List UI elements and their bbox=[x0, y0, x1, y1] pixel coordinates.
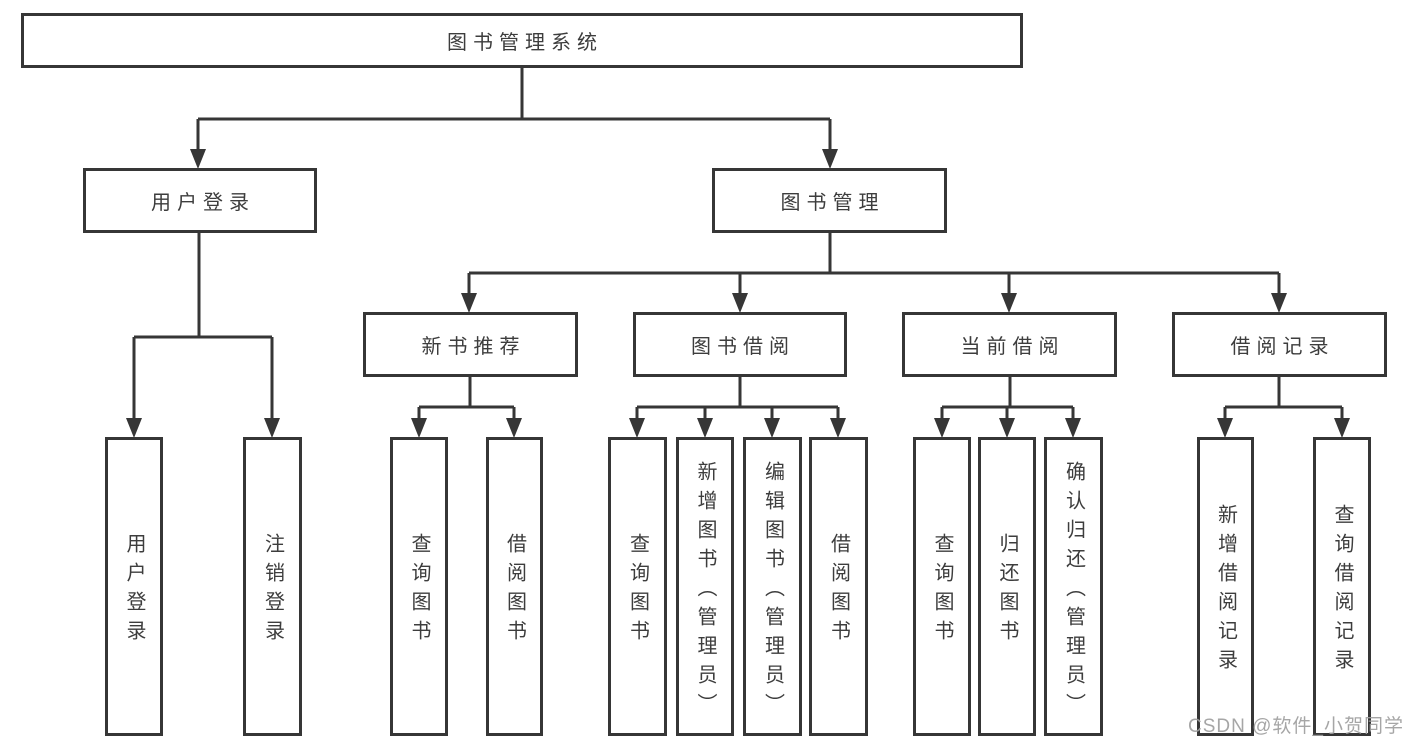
connector-lines bbox=[132, 68, 1344, 421]
arrow-down-icon bbox=[506, 418, 522, 438]
leaf-query-books-recommend: 查询图书 bbox=[390, 437, 448, 736]
arrow-down-icon bbox=[830, 418, 846, 438]
arrow-down-icon bbox=[264, 418, 280, 438]
leaf-query-books-current: 查询图书 bbox=[913, 437, 971, 736]
leaf-borrow-books-recommend-label: 借阅图书 bbox=[503, 533, 526, 649]
arrow-down-icon bbox=[190, 149, 206, 169]
node-root: 图书管理系统 bbox=[21, 13, 1023, 68]
leaf-add-borrow-record-label: 新增借阅记录 bbox=[1214, 504, 1237, 678]
leaf-logout-label: 注销登录 bbox=[261, 533, 284, 649]
leaf-user-login: 用户登录 bbox=[105, 437, 163, 736]
csdn-watermark: CSDN @软件_小贺同学 bbox=[1188, 716, 1404, 737]
leaf-confirm-return-admin-label: 确认归还（管理员） bbox=[1062, 460, 1085, 722]
leaf-borrow-books-label: 借阅图书 bbox=[827, 533, 850, 649]
node-user-login-label: 用户登录 bbox=[151, 192, 255, 214]
node-borrowing-records-label: 借阅记录 bbox=[1230, 336, 1335, 358]
arrow-down-icon bbox=[764, 418, 780, 438]
arrow-down-icon bbox=[126, 418, 142, 438]
leaf-query-books-borrow: 查询图书 bbox=[608, 437, 667, 736]
leaf-add-books-admin-label: 新增图书（管理员） bbox=[694, 460, 716, 722]
leaf-add-borrow-record: 新增借阅记录 bbox=[1197, 437, 1254, 736]
leaf-edit-books-admin-label: 编辑图书（管理员） bbox=[761, 460, 784, 722]
arrow-down-icon bbox=[999, 418, 1015, 438]
node-current-borrowing-label: 当前借阅 bbox=[960, 336, 1065, 358]
arrow-down-icon bbox=[1271, 293, 1287, 313]
node-user-login: 用户登录 bbox=[83, 168, 317, 233]
arrow-down-icon bbox=[822, 149, 838, 169]
leaf-edit-books-admin: 编辑图书（管理员） bbox=[743, 437, 802, 736]
leaf-add-books-admin: 新增图书（管理员） bbox=[676, 437, 734, 736]
arrow-down-icon bbox=[629, 418, 645, 438]
leaf-query-borrow-record-label: 查询借阅记录 bbox=[1331, 504, 1353, 678]
node-borrowing-records: 借阅记录 bbox=[1172, 312, 1387, 377]
arrow-down-icon bbox=[697, 418, 713, 438]
leaf-return-books: 归还图书 bbox=[978, 437, 1036, 736]
node-book-management: 图书管理 bbox=[712, 168, 947, 233]
leaf-confirm-return-admin: 确认归还（管理员） bbox=[1044, 437, 1103, 736]
node-book-borrowing: 图书借阅 bbox=[633, 312, 847, 377]
arrow-down-icon bbox=[411, 418, 427, 438]
arrow-down-icon bbox=[1217, 418, 1233, 438]
arrowheads bbox=[126, 149, 1350, 438]
node-root-label: 图书管理系统 bbox=[447, 32, 603, 54]
leaf-query-books-current-label: 查询图书 bbox=[931, 533, 953, 649]
leaf-query-borrow-record: 查询借阅记录 bbox=[1313, 437, 1371, 736]
leaf-query-books-borrow-label: 查询图书 bbox=[626, 533, 649, 649]
arrow-down-icon bbox=[1334, 418, 1350, 438]
node-book-borrowing-label: 图书借阅 bbox=[691, 336, 795, 358]
leaf-user-login-label: 用户登录 bbox=[123, 533, 145, 649]
leaf-borrow-books-recommend: 借阅图书 bbox=[486, 437, 543, 736]
leaf-return-books-label: 归还图书 bbox=[996, 533, 1018, 649]
leaf-logout: 注销登录 bbox=[243, 437, 302, 736]
node-new-book-recommendation: 新书推荐 bbox=[363, 312, 578, 377]
arrow-down-icon bbox=[732, 293, 748, 313]
leaf-query-books-recommend-label: 查询图书 bbox=[408, 533, 430, 649]
arrow-down-icon bbox=[461, 293, 477, 313]
leaf-borrow-books: 借阅图书 bbox=[809, 437, 868, 736]
node-new-book-recommendation-label: 新书推荐 bbox=[421, 336, 526, 358]
arrow-down-icon bbox=[1065, 418, 1081, 438]
arrow-down-icon bbox=[1001, 293, 1017, 313]
arrow-down-icon bbox=[934, 418, 950, 438]
node-current-borrowing: 当前借阅 bbox=[902, 312, 1117, 377]
node-book-management-label: 图书管理 bbox=[780, 192, 885, 214]
